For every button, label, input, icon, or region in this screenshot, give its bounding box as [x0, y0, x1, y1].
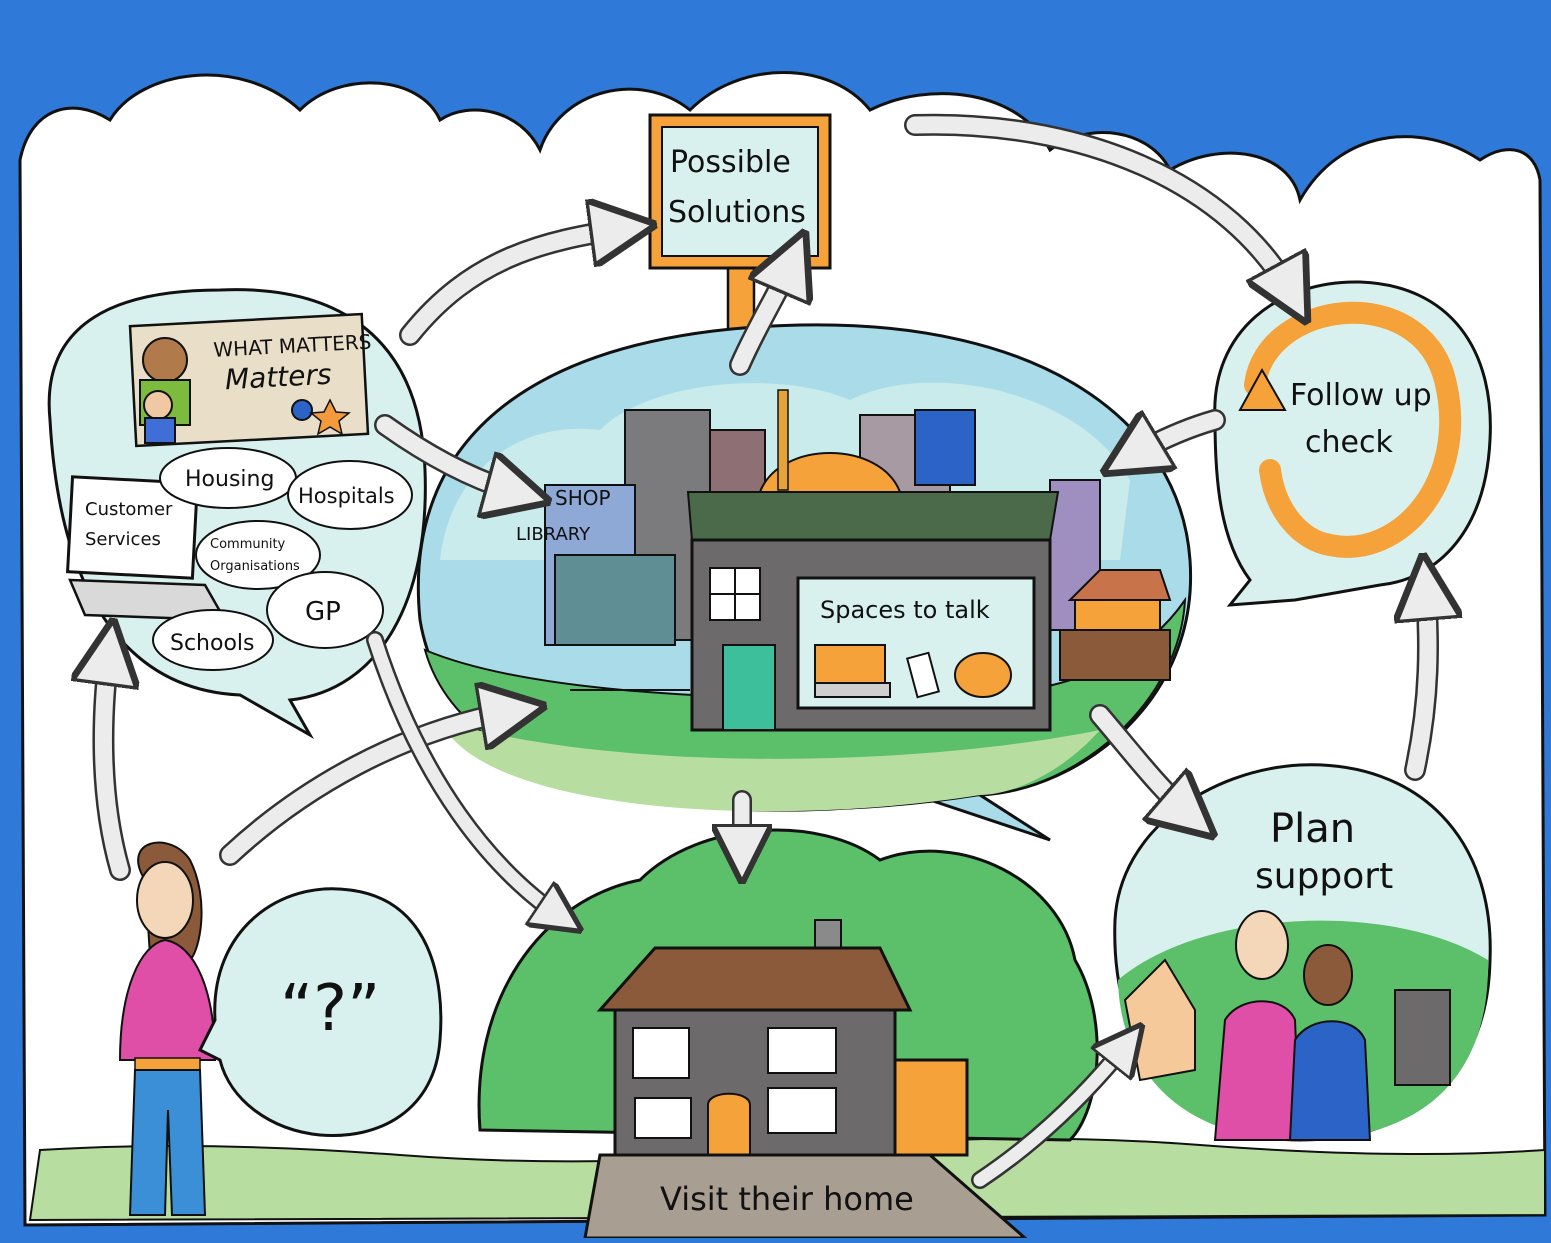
housing-label: Housing	[185, 467, 274, 492]
poster-line-2: Matters	[224, 358, 332, 397]
spaces-to-talk-label: Spaces to talk	[820, 596, 990, 624]
follow-up-bubble: Follow up check	[1213, 280, 1492, 607]
plan-support-bubble: Plan support	[1113, 763, 1492, 1142]
plan-support-line-2: support	[1255, 856, 1393, 897]
customer-services-line-2: Services	[85, 529, 161, 550]
what-matters-poster: WHAT MATTERS Matters	[128, 312, 372, 448]
gp-label: GP	[305, 597, 341, 627]
possible-solutions-line-2: Solutions	[668, 195, 806, 230]
house-scene: Visit their home	[477, 828, 1099, 1240]
library-sign: LIBRARY	[516, 524, 591, 545]
community-line-1: Community	[210, 537, 286, 552]
plan-support-line-1: Plan	[1270, 806, 1355, 852]
question-mark: “?”	[280, 972, 380, 1046]
question-bubble: “?”	[197, 887, 443, 1138]
town-bubble: SHOP LIBRARY Spaces to talk	[416, 323, 1193, 842]
visit-home-label: Visit their home	[660, 1180, 914, 1218]
hospitals-label: Hospitals	[298, 484, 395, 508]
follow-up-line-1: Follow up	[1290, 378, 1432, 413]
follow-up-line-2: check	[1305, 425, 1393, 460]
shop-sign: SHOP	[555, 486, 611, 510]
community-line-2: Organisations	[210, 559, 300, 574]
schools-label: Schools	[170, 631, 255, 656]
services-bubble: WHAT MATTERS Matters Customer Services H…	[47, 288, 427, 740]
possible-solutions-line-1: Possible	[670, 145, 791, 180]
flow-arrows	[103, 113, 1428, 1189]
customer-services-line-1: Customer	[85, 499, 173, 520]
person-figure	[118, 841, 217, 1216]
